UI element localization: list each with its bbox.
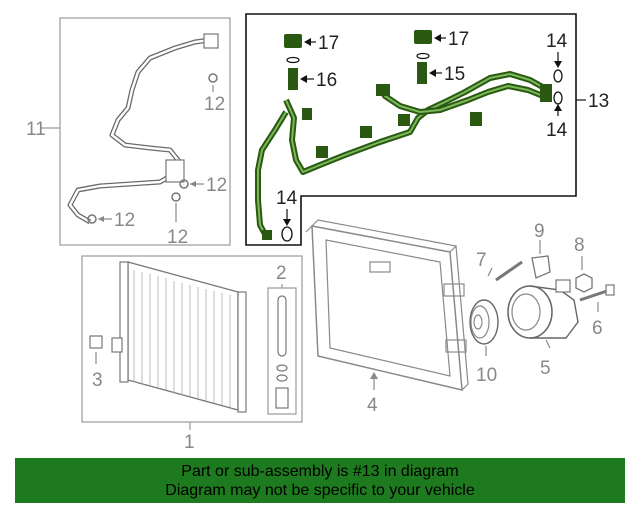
- banner-line-1: Part or sub-assembly is #13 in diagram: [181, 463, 459, 480]
- box-1-condenser: [81, 255, 303, 423]
- callout-1: 1: [184, 432, 195, 453]
- callout-16: 16: [316, 70, 337, 91]
- callout-14-b: 14: [546, 120, 568, 141]
- callout-2: 2: [276, 263, 287, 284]
- callout-3: 3: [92, 370, 103, 391]
- callout-7: 7: [476, 250, 487, 271]
- callout-17-a: 17: [318, 33, 339, 54]
- callout-14-a: 14: [546, 31, 568, 52]
- banner-line-2: Diagram may not be specific to your vehi…: [165, 482, 475, 499]
- callout-14-c: 14: [276, 188, 298, 209]
- box-11-hose-assembly: [59, 17, 231, 246]
- callout-12-c: 12: [167, 227, 188, 248]
- callout-12-b: 12: [206, 175, 227, 196]
- callout-9: 9: [534, 221, 545, 242]
- callout-15: 15: [444, 64, 465, 85]
- callout-10: 10: [476, 365, 497, 386]
- callout-5: 5: [540, 358, 551, 379]
- callout-13: 13: [588, 91, 609, 112]
- info-banner: Part or sub-assembly is #13 in diagram D…: [15, 458, 625, 503]
- callout-12-d: 12: [114, 210, 135, 231]
- part-4-condenser-frame: [305, 219, 469, 391]
- callout-8: 8: [574, 235, 585, 256]
- callout-4: 4: [367, 395, 378, 416]
- part-10-clutch-pulley: [469, 299, 499, 345]
- box-13-ac-line-assembly: [245, 13, 577, 246]
- callout-17-b: 17: [448, 29, 469, 50]
- part-5-compressor: [507, 279, 579, 339]
- callout-11: 11: [26, 119, 46, 140]
- callout-6: 6: [592, 318, 603, 339]
- callout-12-a: 12: [204, 94, 225, 115]
